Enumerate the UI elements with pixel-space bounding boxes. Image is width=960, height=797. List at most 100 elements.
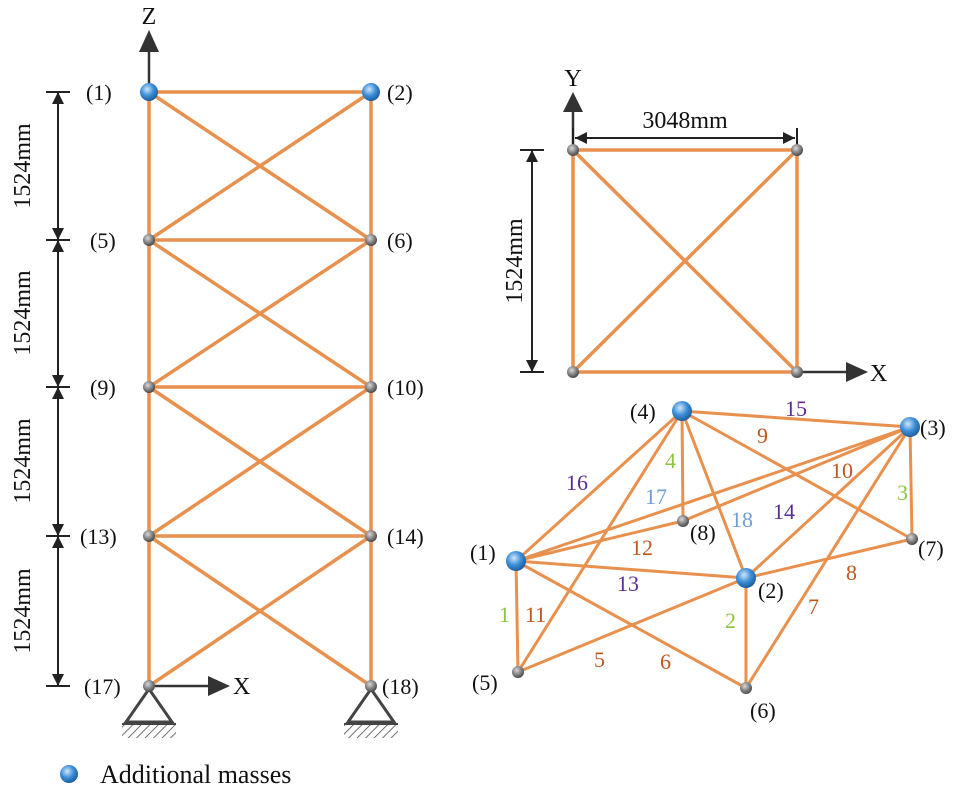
plan-member	[571, 148, 799, 374]
iso-node-label: (3)	[920, 415, 946, 440]
plan-width-label: 3048mm	[642, 108, 728, 134]
iso-members	[514, 409, 914, 690]
front-member	[148, 90, 372, 242]
truss-node	[365, 680, 377, 692]
front-x-axis: X	[155, 674, 250, 700]
member-label: 5	[594, 647, 605, 672]
plan-view: Y X 3048mm 1524mm	[502, 66, 887, 387]
iso-node-label: (8)	[690, 520, 716, 545]
member-label: 10	[831, 458, 853, 483]
mass-node	[362, 83, 380, 101]
front-member	[148, 385, 372, 538]
plan-node	[791, 144, 803, 156]
front-node-label: (10)	[387, 375, 424, 400]
member-label: 2	[725, 608, 736, 633]
iso-node-label: (4)	[630, 399, 656, 424]
truss-node	[143, 530, 155, 542]
front-node-label: (1)	[86, 80, 112, 105]
truss-node	[143, 381, 155, 393]
front-node-label: (18)	[382, 674, 419, 699]
member-label: 3	[897, 480, 908, 505]
iso-member	[514, 560, 520, 673]
y-axis: Y	[563, 66, 583, 146]
member-label: 7	[808, 594, 819, 619]
member-label: 15	[785, 396, 807, 421]
member-label: 18	[731, 507, 753, 532]
pin-support-left	[122, 686, 176, 738]
truss-node	[143, 234, 155, 246]
iso-member	[680, 410, 748, 579]
plan-node	[791, 366, 803, 378]
iso-member	[680, 410, 685, 522]
front-members	[147, 90, 373, 688]
member-label: 13	[617, 571, 639, 596]
iso-member	[908, 426, 914, 540]
iso-member	[744, 425, 912, 580]
z-axis-label: Z	[142, 4, 157, 30]
pin-support-right	[344, 686, 398, 738]
mass-node	[736, 568, 756, 588]
front-dimension-line	[46, 91, 70, 687]
plan-members	[571, 148, 799, 374]
front-member	[148, 238, 372, 389]
iso-member	[514, 409, 684, 563]
iso-node-label: (5)	[472, 670, 498, 695]
member-label: 8	[846, 560, 857, 585]
member-label: 1	[499, 602, 510, 627]
front-member	[148, 534, 372, 688]
iso-member	[745, 537, 913, 580]
front-dimension-1: 1524mm	[10, 123, 36, 209]
y-axis-label: Y	[564, 66, 581, 92]
front-node-label: (14)	[387, 524, 424, 549]
iso-node	[677, 515, 689, 527]
iso-member	[515, 559, 747, 580]
truss-node	[365, 234, 377, 246]
mass-node	[900, 417, 920, 437]
plan-x-axis-label: X	[870, 361, 887, 387]
iso-node	[740, 682, 752, 694]
front-node-label: (5)	[90, 228, 116, 253]
member-label: 9	[757, 423, 768, 448]
truss-node	[365, 381, 377, 393]
front-elevation-view: Z X	[10, 4, 424, 738]
front-dimension-3: 1524mm	[10, 418, 36, 504]
mass-node	[672, 401, 692, 421]
member-label: 12	[631, 535, 653, 560]
iso-node	[906, 533, 918, 545]
plan-x-axis: X	[800, 361, 887, 387]
member-label: 16	[566, 470, 588, 495]
mass-node	[506, 551, 526, 571]
member-label: 6	[660, 649, 671, 674]
iso-node-label: (7)	[918, 536, 944, 561]
plan-height-label: 1524mm	[502, 218, 528, 304]
iso-member	[682, 425, 911, 523]
mass-node-icon	[60, 765, 78, 783]
member-label: 4	[665, 448, 676, 473]
member-label: 11	[525, 602, 546, 627]
iso-node	[512, 666, 524, 678]
iso-node-label: (6)	[750, 698, 776, 723]
truss-node	[365, 530, 377, 542]
front-node-label: (13)	[80, 524, 117, 549]
iso-node-label: (2)	[758, 578, 784, 603]
iso-member	[515, 559, 747, 690]
plan-height-dimension	[520, 149, 544, 373]
front-node-label: (2)	[387, 80, 413, 105]
plan-node	[567, 144, 579, 156]
plan-width-dimension	[572, 128, 798, 146]
member-label: 17	[645, 484, 667, 509]
legend-label: Additional masses	[100, 760, 291, 789]
front-x-axis-label: X	[233, 674, 250, 700]
isometric-view: (1) (2) (3) (4) (5) (6) (7) (8) 1 2 3 4 …	[470, 396, 946, 723]
legend: Additional masses	[60, 760, 291, 789]
member-label: 14	[773, 499, 795, 524]
iso-member	[515, 519, 684, 563]
front-node-label: (17)	[84, 674, 121, 699]
front-dimension-2: 1524mm	[10, 270, 36, 356]
z-axis: Z	[139, 4, 159, 88]
front-node-label: (6)	[387, 228, 413, 253]
truss-node	[143, 680, 155, 692]
mass-node	[140, 83, 158, 101]
plan-node	[567, 366, 579, 378]
